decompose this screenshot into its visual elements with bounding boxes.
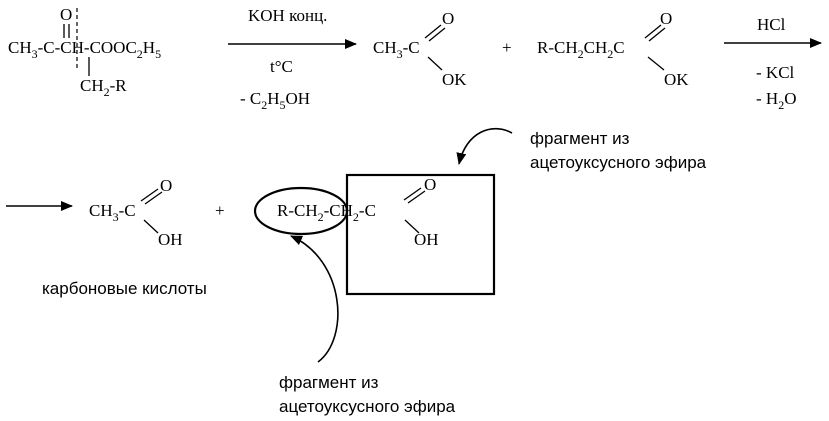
annotation-top-line2: ацетоуксусного эфира — [530, 153, 707, 172]
reactant-formula: CH3-C-CH-COOC2H5 — [8, 38, 161, 61]
carboxylic-acid-r: R-CH2-CH2-C O OH — [277, 175, 439, 249]
double-bond-line — [648, 27, 666, 42]
acid1-hydroxyl: OH — [158, 230, 183, 249]
annotation-top-line1: фрагмент из — [530, 129, 630, 148]
annotation-top-arrow — [456, 127, 513, 165]
double-bond-line — [140, 188, 159, 202]
salt1-formula: CH3-C — [373, 38, 420, 61]
single-bond-line — [647, 56, 665, 71]
annotation-bottom-line2: ацетоуксусного эфира — [279, 397, 456, 416]
arrow1-reagent: KOH конц. — [248, 6, 327, 25]
salt2-oxygen: O — [660, 9, 672, 28]
single-bond-line — [404, 219, 420, 234]
plus-sign: + — [502, 38, 512, 57]
arrow2-reagent: HCl — [757, 15, 786, 34]
reactant-carbonyl-oxygen: O — [60, 5, 72, 24]
double-bond-line — [428, 27, 446, 42]
arrow1-temperature: t°C — [270, 57, 293, 76]
acid1-oxygen: O — [160, 176, 172, 195]
arrow2-byproduct-kcl: - KCl — [756, 63, 795, 82]
single-bond-line — [427, 56, 443, 71]
acid2-formula: R-CH2-CH2-C — [277, 201, 376, 224]
annotation-bottom-line1: фрагмент из — [279, 373, 379, 392]
acetic-acid: CH3-C O OH — [89, 176, 183, 249]
acid2-hydroxyl: OH — [414, 230, 439, 249]
reaction-arrow-1: KOH конц. t°C - C2H5OH — [228, 6, 357, 112]
salt2-formula: R-CH2CH2C — [537, 38, 625, 61]
caption-products: карбоновые кислоты — [42, 279, 207, 298]
double-bond-line — [644, 24, 662, 39]
salt1-potassium: OK — [442, 70, 467, 89]
salt1-oxygen: O — [442, 9, 454, 28]
double-bond-line — [424, 24, 442, 39]
salt2-potassium: OK — [664, 70, 689, 89]
double-bond-line — [144, 191, 163, 205]
reactant-side-chain: CH2-R — [80, 76, 127, 99]
fragment-box — [345, 173, 496, 296]
arrow1-byproduct: - C2H5OH — [240, 89, 310, 112]
potassium-carboxylate: R-CH2CH2C O OK — [537, 9, 689, 89]
plus-sign: + — [215, 201, 225, 220]
double-bond-line — [403, 187, 422, 201]
single-bond-line — [143, 219, 159, 234]
acid2-oxygen: O — [424, 175, 436, 194]
potassium-acetate: CH3-C O OK — [373, 9, 467, 89]
reactant-structure: O CH3-C-CH-COOC2H5 CH2-R — [8, 5, 161, 99]
acid1-formula: CH3-C — [89, 201, 136, 224]
double-bond-line — [407, 190, 426, 204]
annotation-top: фрагмент из ацетоуксусного эфира — [456, 127, 707, 172]
arrow2-byproduct-water: - H2O — [756, 89, 796, 112]
annotation-bottom: фрагмент из ацетоуксусного эфира — [279, 235, 456, 416]
reaction-arrow-2: HCl - KCl - H2O — [724, 15, 822, 112]
annotation-bottom-arrow — [290, 235, 339, 363]
